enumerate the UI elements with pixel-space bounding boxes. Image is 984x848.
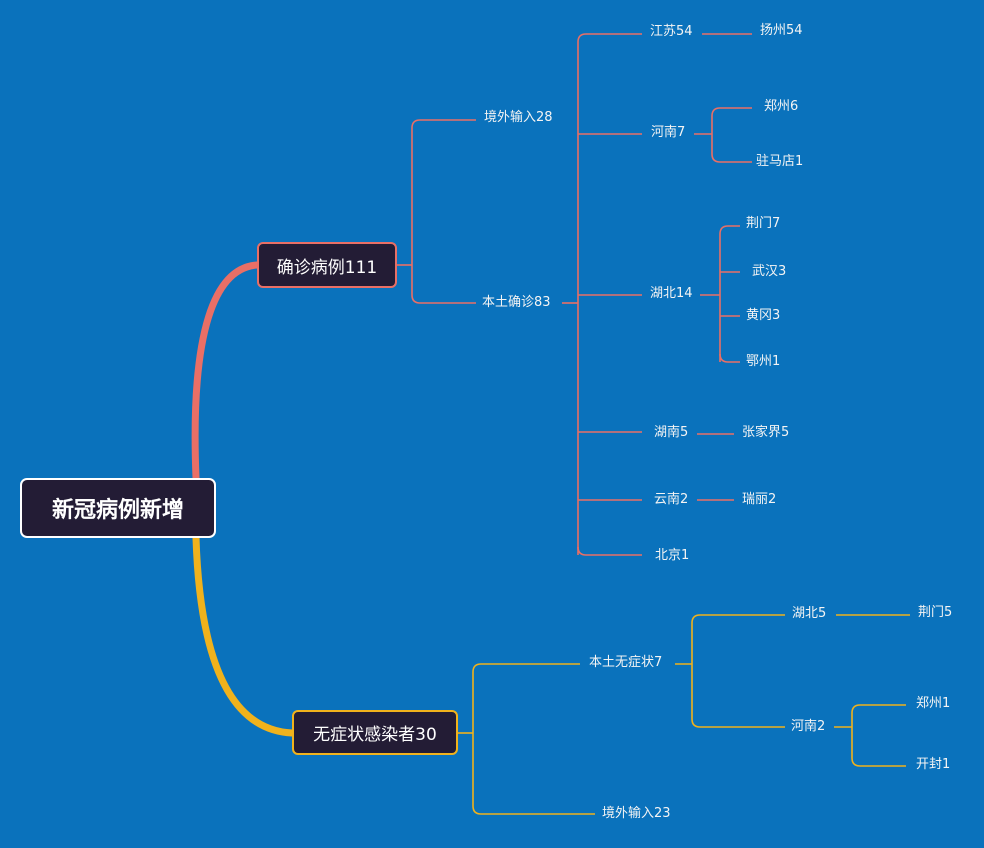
confirmed-imported-node[interactable]: 境外输入28 xyxy=(482,110,555,126)
province-hubei-node[interactable]: 湖北14 xyxy=(648,286,695,302)
asymptomatic-node[interactable]: 无症状感染者30 xyxy=(292,710,458,755)
confirmed-local-node[interactable]: 本土确诊83 xyxy=(480,295,553,311)
province-henan-node[interactable]: 河南7 xyxy=(649,125,688,141)
province-yunnan-node[interactable]: 云南2 xyxy=(652,492,691,508)
confirmed-node[interactable]: 确诊病例111 xyxy=(257,242,397,288)
city-jingmen-node[interactable]: 荆门7 xyxy=(744,216,783,232)
asym-province-henan-node[interactable]: 河南2 xyxy=(789,719,828,735)
asym-city-kaifeng-node[interactable]: 开封1 xyxy=(914,757,953,773)
city-ezhou-node[interactable]: 鄂州1 xyxy=(744,354,783,370)
city-zhumadian-node[interactable]: 驻马店1 xyxy=(754,154,806,170)
asym-city-zhengzhou-node[interactable]: 郑州1 xyxy=(914,696,953,712)
asymptomatic-imported-node[interactable]: 境外输入23 xyxy=(600,806,673,822)
city-huanggang-node[interactable]: 黄冈3 xyxy=(744,308,783,324)
root-to-confirmed-branch xyxy=(191,261,261,482)
province-jiangsu-node[interactable]: 江苏54 xyxy=(648,24,695,40)
asymptomatic-local-node[interactable]: 本土无症状7 xyxy=(587,655,665,671)
province-beijing-node[interactable]: 北京1 xyxy=(653,548,692,564)
city-zhangjiajie-node[interactable]: 张家界5 xyxy=(740,425,792,441)
city-yangzhou-node[interactable]: 扬州54 xyxy=(758,23,805,39)
city-ruili-node[interactable]: 瑞丽2 xyxy=(740,492,779,508)
city-zhengzhou-node[interactable]: 郑州6 xyxy=(762,99,801,115)
asym-city-jingmen-node[interactable]: 荆门5 xyxy=(916,605,955,621)
asym-province-hubei-node[interactable]: 湖北5 xyxy=(790,606,829,622)
city-wuhan-node[interactable]: 武汉3 xyxy=(750,264,789,280)
root-node[interactable]: 新冠病例新增 xyxy=(20,478,216,538)
root-to-asymptomatic-branch xyxy=(192,534,296,737)
province-hunan-node[interactable]: 湖南5 xyxy=(652,425,691,441)
